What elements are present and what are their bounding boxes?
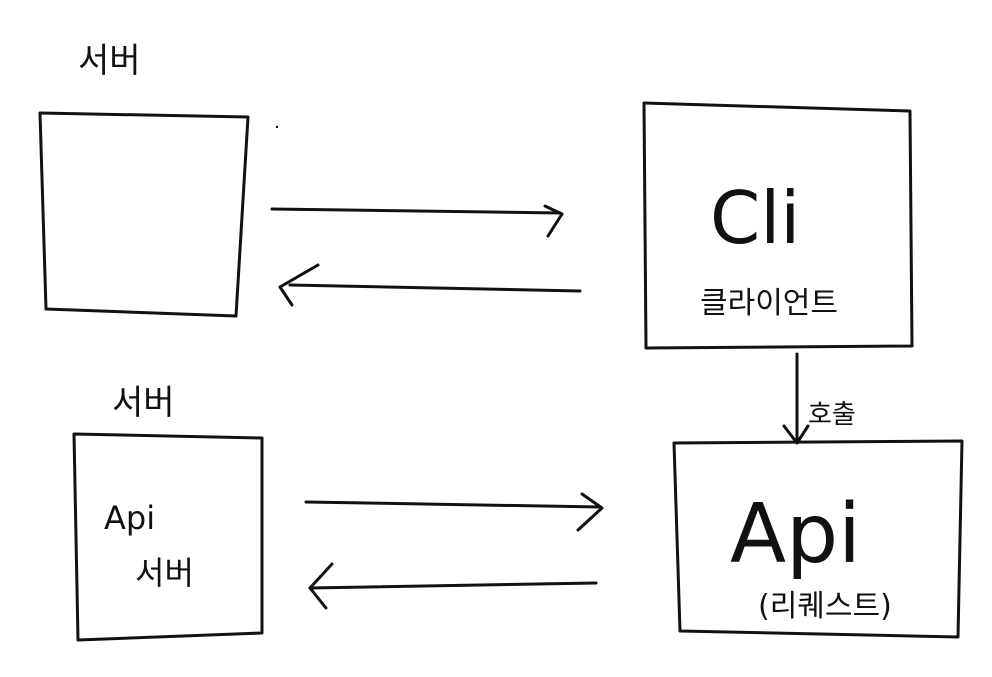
top-left-box (38, 111, 250, 318)
cli-box (642, 101, 914, 350)
api-request-subtitle: (리퀘스트) (758, 589, 892, 624)
api-request-title: Api (730, 487, 861, 582)
arrow-right-top (270, 204, 564, 238)
arrow-right-bottom (304, 492, 604, 532)
api-server-line1: Api (104, 499, 155, 537)
cli-subtitle: 클라이언트 (700, 286, 838, 321)
call-label: 호출 (808, 400, 856, 430)
api-server-line2: 서버 (135, 554, 194, 592)
arrow-left-bottom (308, 562, 598, 610)
call-connector (782, 352, 810, 445)
bottom-left-heading: 서버 (112, 383, 175, 423)
arrow-left-top (278, 263, 582, 307)
stray-dot (275, 125, 279, 129)
api-request-box (672, 439, 964, 639)
top-left-heading: 서버 (78, 41, 141, 81)
api-server-box (72, 432, 264, 642)
cli-title: Cli (710, 176, 800, 260)
